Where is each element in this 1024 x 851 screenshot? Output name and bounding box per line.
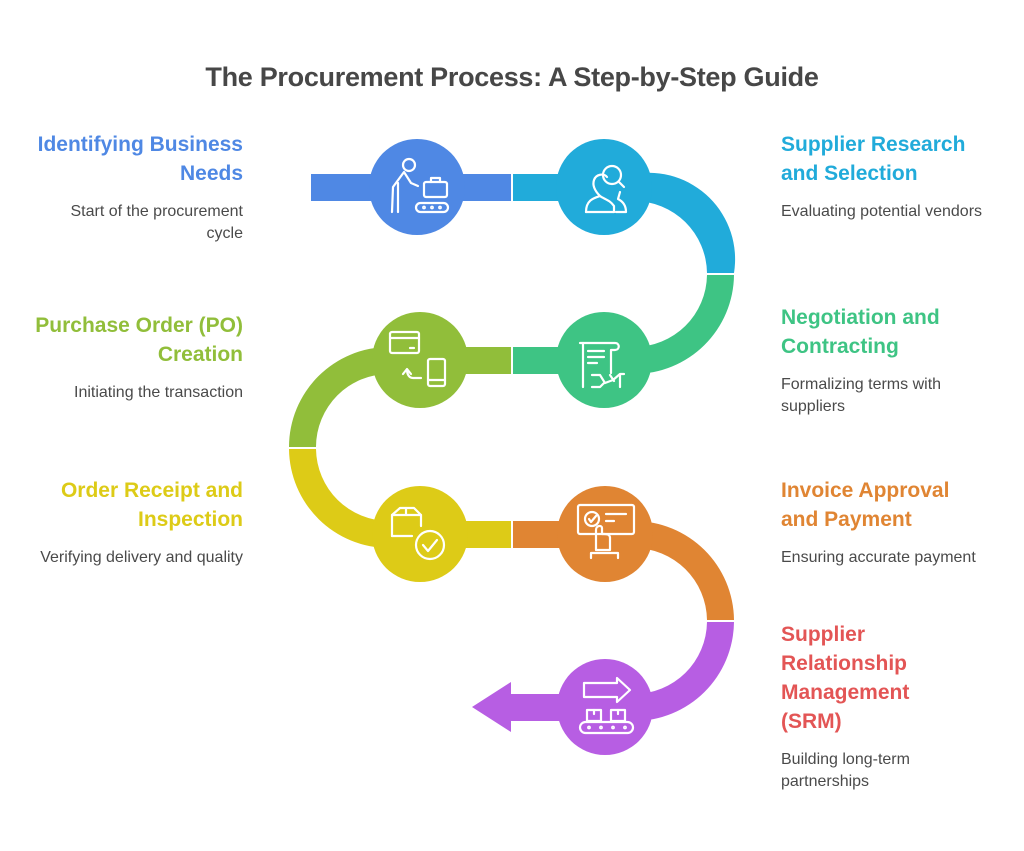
- step-title: Purchase Order (PO) Creation: [35, 314, 243, 366]
- step-label-3: Negotiation and Contracting Formalizing …: [781, 303, 991, 418]
- step-title: Identifying Business Needs: [37, 133, 243, 185]
- step-description: Formalizing terms with suppliers: [781, 376, 942, 415]
- step-title: Invoice Approval and Payment: [781, 479, 950, 531]
- step-title: Negotiation and Contracting: [781, 306, 940, 358]
- path-segment-7: [472, 622, 734, 732]
- step-description: Evaluating potential vendors: [781, 203, 983, 220]
- step-label-6: Invoice Approval and Payment Ensuring ac…: [781, 476, 991, 569]
- contract-handshake-icon: [578, 341, 626, 389]
- package-check-icon: [390, 506, 446, 561]
- step-description: Verifying delivery and quality: [40, 549, 243, 566]
- page-title: The Procurement Process: A Step-by-Step …: [205, 62, 819, 92]
- step-title: Order Receipt and Inspection: [60, 479, 243, 531]
- step-circle-4: [372, 312, 468, 408]
- step-title: Supplier Research and Selection: [781, 133, 966, 185]
- step-description: Building long-term partnerships: [781, 751, 910, 790]
- step-circle-3: [556, 312, 652, 408]
- person-baggage-conveyor-icon: [390, 157, 450, 214]
- step-description: Start of the procurement cycle: [70, 203, 243, 242]
- step-label-4: Purchase Order (PO) Creation Initiating …: [33, 311, 243, 404]
- step-circle-1: [369, 139, 465, 235]
- step-description: Initiating the transaction: [74, 384, 243, 401]
- step-circle-2: [556, 139, 652, 235]
- step-circle-7: [557, 659, 653, 755]
- step-description: Ensuring accurate payment: [781, 549, 976, 566]
- step-label-5: Order Receipt and Inspection Verifying d…: [33, 476, 243, 569]
- step-label-7: Supplier Relationship Management (SRM) B…: [781, 620, 951, 793]
- people-search-icon: [584, 164, 628, 214]
- invoice-approve-icon: [576, 503, 636, 560]
- step-title: Supplier Relationship Management (SRM): [781, 623, 910, 733]
- step-label-2: Supplier Research and Selection Evaluati…: [781, 130, 991, 223]
- step-label-1: Identifying Business Needs Start of the …: [33, 130, 243, 245]
- conveyor-shipping-icon: [578, 676, 635, 735]
- card-to-phone-icon: [388, 330, 447, 388]
